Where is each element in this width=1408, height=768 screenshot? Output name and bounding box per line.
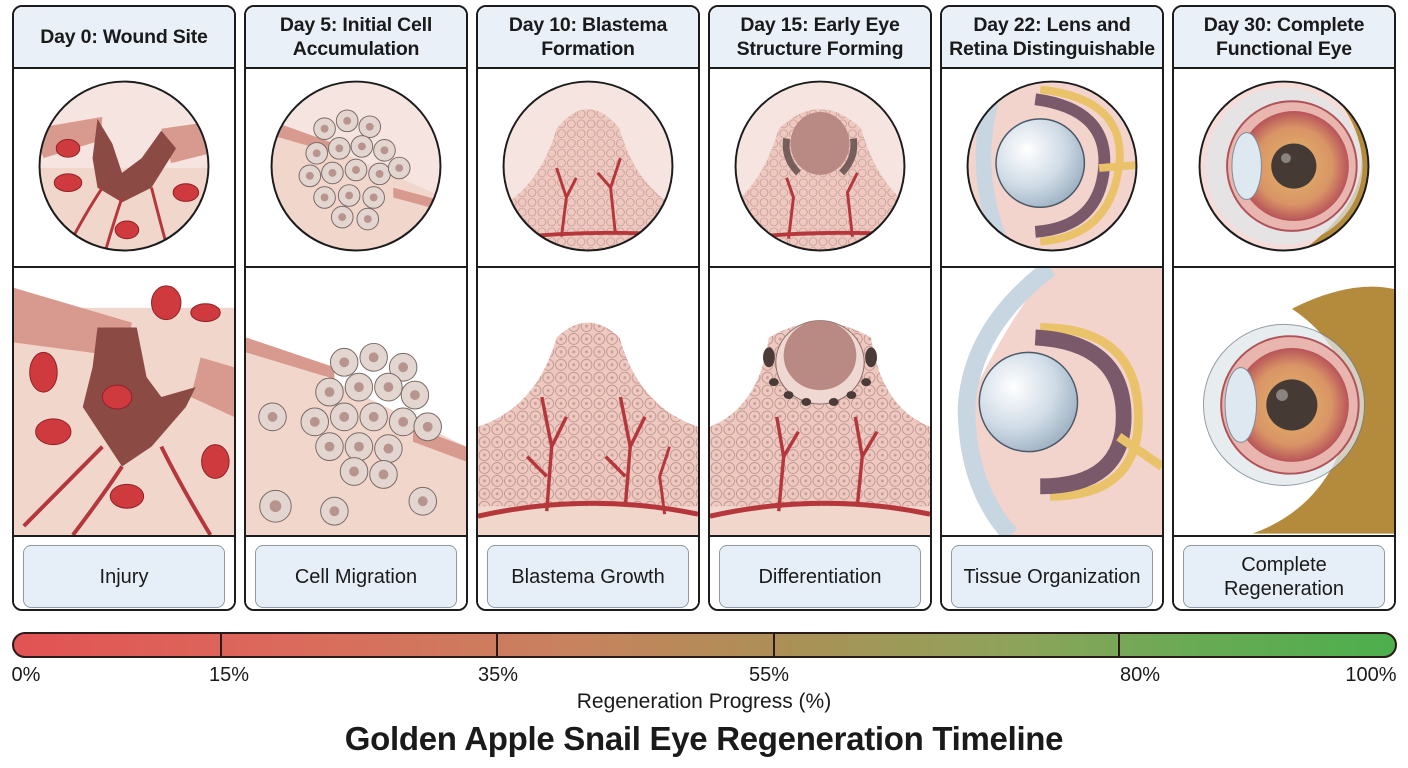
- tick-label-35: 35%: [477, 664, 519, 686]
- page-title: Golden Apple Snail Eye Regeneration Time…: [344, 720, 1064, 757]
- complete-eye-detail-illustration: [1174, 268, 1394, 537]
- stage-panel-day-22: Day 22: Lens and Retina Distinguishable: [940, 5, 1164, 611]
- stage-label: Differentiation: [719, 545, 921, 608]
- tick-label-15: 15%: [208, 664, 250, 686]
- stage-header: Day 0: Wound Site: [14, 7, 234, 69]
- stage-label: Cell Migration: [255, 545, 457, 608]
- tick-label-100: 100%: [1345, 664, 1397, 686]
- lens-retina-closeup-illustration: [942, 69, 1162, 268]
- complete-eye-closeup-illustration: [1174, 69, 1394, 268]
- stage-label: Tissue Organization: [951, 545, 1153, 608]
- tick-label-0: 0%: [11, 664, 41, 686]
- wound-site-closeup-illustration: [14, 69, 234, 268]
- stage-header: Day 22: Lens and Retina Distinguishable: [942, 7, 1162, 69]
- progress-divider-55: [772, 634, 775, 656]
- cell-migration-detail-illustration: [246, 268, 466, 537]
- lens-retina-detail-illustration: [942, 268, 1162, 537]
- blastema-closeup-illustration: [478, 69, 698, 268]
- blastema-detail-illustration: [478, 268, 698, 537]
- stage-header: Day 15: Early Eye Structure Forming: [710, 7, 930, 69]
- stage-panel-day-10: Day 10: Blastema Formation: [476, 5, 700, 611]
- stage-panel-day-15: Day 15: Early Eye Structure Forming: [708, 5, 932, 611]
- wound-site-detail-illustration: [14, 268, 234, 537]
- stage-label: Complete Regeneration: [1183, 545, 1385, 608]
- stage-header: Day 5: Initial Cell Accumulation: [246, 7, 466, 69]
- cell-cluster-closeup-illustration: [246, 69, 466, 268]
- tick-label-55: 55%: [748, 664, 790, 686]
- progress-divider-35: [496, 634, 499, 656]
- progress-axis-label: Regeneration Progress (%): [576, 690, 832, 713]
- stage-label: Blastema Growth: [487, 545, 689, 608]
- regeneration-progress-bar: [12, 632, 1397, 658]
- stage-header: Day 30: Complete Functional Eye: [1174, 7, 1394, 69]
- stage-panel-day-5: Day 5: Initial Cell Accumulation: [244, 5, 468, 611]
- progress-divider-15: [220, 634, 223, 656]
- stage-header: Day 10: Blastema Formation: [478, 7, 698, 69]
- optic-cup-detail-illustration: [710, 268, 930, 537]
- stage-panel-day-30: Day 30: Complete Functional Eye: [1172, 5, 1396, 611]
- stage-label: Injury: [23, 545, 225, 608]
- tick-label-80: 80%: [1119, 664, 1161, 686]
- optic-cup-closeup-illustration: [710, 69, 930, 268]
- progress-divider-80: [1117, 634, 1120, 656]
- stage-panel-day-0: Day 0: Wound Site: [12, 5, 236, 611]
